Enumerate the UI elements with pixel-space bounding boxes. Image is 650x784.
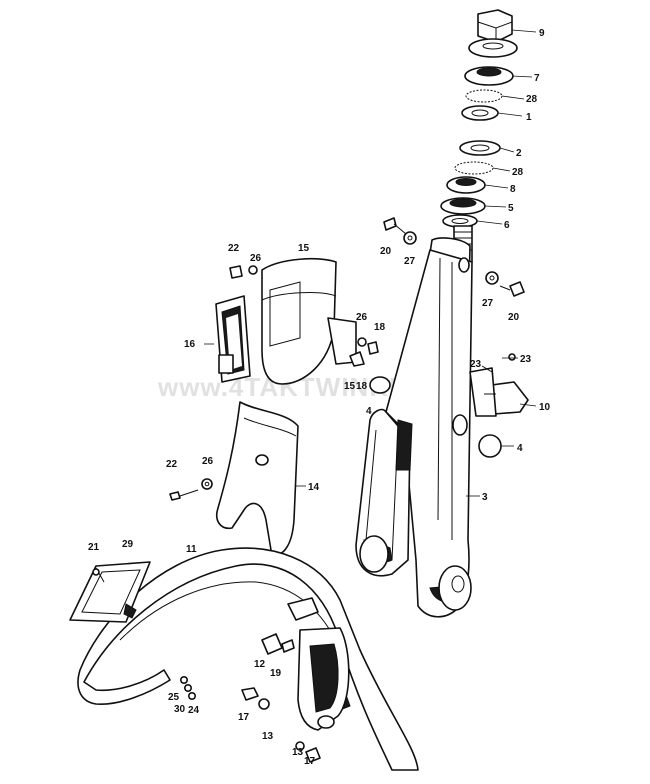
- label-27-left: 27: [404, 256, 416, 267]
- label-18-mid: 18: [356, 381, 368, 392]
- label-26-top: 26: [250, 253, 262, 264]
- label-4-right: 4: [517, 443, 523, 454]
- label-25: 25: [168, 692, 180, 703]
- label-19: 19: [270, 668, 282, 679]
- label-15-mid: 15: [344, 381, 356, 392]
- bracket-part: [469, 367, 529, 417]
- label-28: 28: [526, 94, 538, 105]
- steel-balls-part: [465, 89, 503, 103]
- label-2: 2: [516, 148, 522, 159]
- label-27-right: 27: [482, 298, 494, 309]
- label-5: 5: [508, 203, 514, 214]
- front-fender-part: [77, 547, 419, 771]
- label-3: 3: [482, 492, 488, 503]
- label-10: 10: [539, 402, 551, 413]
- label-12: 12: [254, 659, 266, 670]
- label-18-top: 18: [374, 322, 386, 333]
- emblem-part: [215, 295, 251, 383]
- label-29: 29: [122, 539, 134, 550]
- label-26-low: 26: [202, 456, 214, 467]
- lower-steel-balls-part: [454, 161, 494, 175]
- label-11: 11: [186, 544, 197, 555]
- label-16: 16: [184, 339, 196, 350]
- washer-part: [461, 105, 499, 121]
- label-8: 8: [510, 184, 516, 195]
- bottom-cone-part: [440, 197, 486, 215]
- label-6: 6: [504, 220, 510, 231]
- front-fork-part: [355, 225, 473, 618]
- label-17-bottom: 17: [304, 756, 316, 767]
- label-24: 24: [188, 705, 200, 716]
- stem-nut-part: [468, 9, 518, 58]
- label-20-left: 20: [380, 246, 392, 257]
- label-22-mid: 22: [166, 459, 178, 470]
- cone-part: [464, 66, 514, 86]
- label-20-right: 20: [508, 312, 520, 323]
- label-14: 14: [308, 482, 320, 493]
- fasteners: [92, 217, 525, 763]
- label-17-left: 17: [238, 712, 250, 723]
- leader-lines: [204, 29, 537, 497]
- label-13-bottom: 13: [292, 747, 304, 758]
- reflector-part: [69, 561, 151, 623]
- lower-cover-part: [216, 401, 299, 557]
- lower-washer-part: [459, 140, 501, 156]
- upper-cover-part: [261, 257, 357, 385]
- label-9: 9: [539, 28, 545, 39]
- label-7: 7: [534, 73, 540, 84]
- label-1: 1: [526, 112, 532, 123]
- label-22-top: 22: [228, 243, 240, 254]
- part-labels: 9 7 28 1 2 28 8 5 6 20 27 27 20 22 26 15…: [88, 28, 551, 767]
- label-4-left: 4: [366, 406, 372, 417]
- label-21: 21: [88, 542, 100, 553]
- steering-stack: [440, 9, 518, 228]
- label-15-top: 15: [298, 243, 310, 254]
- label-28-lower: 28: [512, 167, 524, 178]
- race-part: [446, 176, 486, 194]
- label-23-left: 23: [470, 359, 482, 370]
- label-13-left: 13: [262, 731, 274, 742]
- label-23-right: 23: [520, 354, 532, 365]
- label-26-mid: 26: [356, 312, 368, 323]
- label-30: 30: [174, 704, 186, 715]
